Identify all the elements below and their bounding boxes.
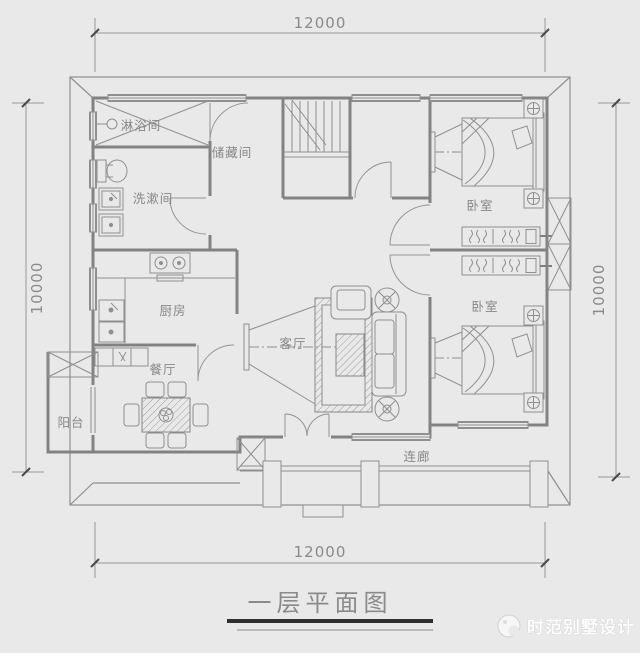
room-label-bedroom-bottom: 卧室 (471, 299, 498, 314)
dim-right: 10000 (590, 264, 608, 317)
room-label-balcony: 阳台 (57, 415, 84, 430)
doors (169, 102, 431, 437)
chimney-right (547, 197, 572, 291)
staircase (284, 99, 349, 158)
bedroom-top-furniture (430, 98, 545, 209)
shower-fixture (95, 100, 209, 146)
dim-bottom: 12000 (294, 543, 347, 561)
room-label-dining: 餐厅 (149, 362, 176, 377)
room-label-storage: 储藏间 (212, 145, 253, 160)
dim-top: 12000 (294, 14, 347, 32)
corridor-colonnade (240, 460, 549, 518)
room-label-corridor: 连廊 (403, 449, 430, 464)
wardrobes (461, 226, 552, 276)
watermark-text: 时范别墅设计 (527, 617, 635, 638)
dimension-lines (12, 18, 630, 578)
room-label-kitchen: 厨房 (159, 303, 186, 318)
plan-title: 一层平面图 (248, 589, 393, 617)
dining-counter (94, 347, 149, 367)
room-label-bedroom-top: 卧室 (466, 198, 493, 213)
toilet-fixture (96, 159, 128, 183)
room-label-washroom: 洗漱间 (133, 191, 174, 206)
washbasin-fixture (98, 187, 124, 237)
room-label-shower: 淋浴间 (121, 118, 162, 133)
bedroom-bottom-furniture (430, 305, 545, 413)
kitchen-fixtures (96, 252, 235, 343)
dim-left: 10000 (28, 262, 46, 315)
living-room-set (243, 285, 407, 422)
windows (89, 94, 529, 441)
dining-table-set (123, 381, 209, 449)
entry-column (236, 437, 266, 471)
room-label-living: 客厅 (279, 336, 306, 351)
balcony-planter (47, 351, 99, 378)
watermark-logo-icon (497, 614, 521, 638)
